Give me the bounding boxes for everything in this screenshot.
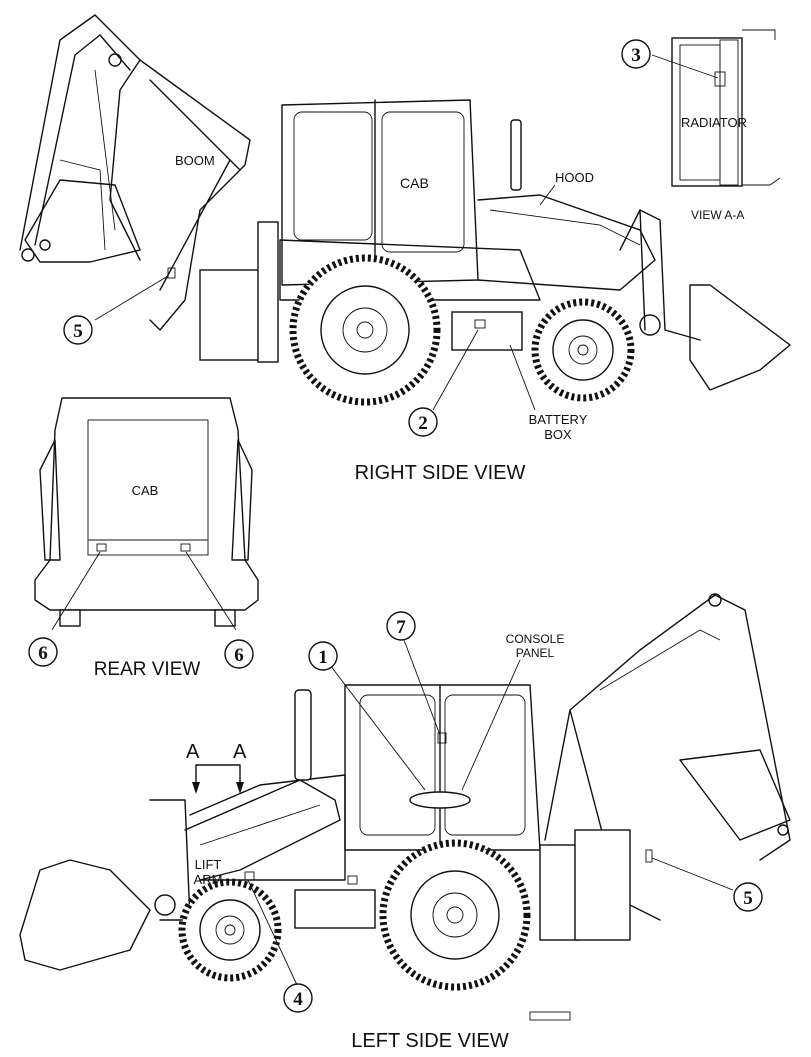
label-console-panel-line2: PANEL xyxy=(516,646,555,660)
leader-lines xyxy=(51,54,734,986)
right-side-machine xyxy=(19,14,791,406)
callout-7: 7 xyxy=(386,611,416,641)
label-boom: BOOM xyxy=(175,153,215,168)
svg-text:4: 4 xyxy=(293,989,303,1010)
callout-3: 3 xyxy=(621,39,651,69)
view-aa-radiator xyxy=(671,29,781,187)
callout-5-top: 5 xyxy=(63,315,93,345)
label-battery-box-line1: BATTERY xyxy=(529,412,588,427)
section-label-a-left: A xyxy=(186,741,200,763)
label-lift-arm-line2: ARM xyxy=(194,872,223,887)
label-radiator: RADIATOR xyxy=(681,115,747,130)
right-side-view-title: RIGHT SIDE VIEW xyxy=(355,462,526,484)
rear-view-title: REAR VIEW xyxy=(94,659,201,680)
view-aa-title: VIEW A-A xyxy=(691,208,744,222)
svg-text:1: 1 xyxy=(318,647,328,668)
label-cab-rear: CAB xyxy=(132,483,159,498)
label-hood: HOOD xyxy=(555,170,594,185)
svg-text:2: 2 xyxy=(418,413,428,434)
label-lift-arm-line1: LIFT xyxy=(195,857,222,872)
svg-text:6: 6 xyxy=(234,645,244,666)
callout-2: 2 xyxy=(408,407,438,437)
svg-text:7: 7 xyxy=(396,617,406,638)
label-cab-right: CAB xyxy=(400,175,429,191)
section-a-a-indicator: A A xyxy=(186,741,247,794)
left-side-view-title: LEFT SIDE VIEW xyxy=(351,1030,509,1052)
callout-6-right: 6 xyxy=(224,639,254,669)
callout-5-bottom: 5 xyxy=(733,882,763,912)
callout-1: 1 xyxy=(308,641,338,671)
rear-view-machine xyxy=(34,397,259,627)
svg-text:5: 5 xyxy=(73,321,83,342)
callout-6-left: 6 xyxy=(28,637,58,667)
svg-text:6: 6 xyxy=(38,643,48,664)
callout-4: 4 xyxy=(283,983,313,1013)
label-battery-box-line2: BOX xyxy=(544,427,572,442)
svg-text:5: 5 xyxy=(743,888,753,909)
left-side-machine xyxy=(19,593,791,1021)
svg-text:3: 3 xyxy=(631,45,641,66)
label-console-panel-line1: CONSOLE xyxy=(506,632,565,646)
section-label-a-right: A xyxy=(233,741,247,763)
